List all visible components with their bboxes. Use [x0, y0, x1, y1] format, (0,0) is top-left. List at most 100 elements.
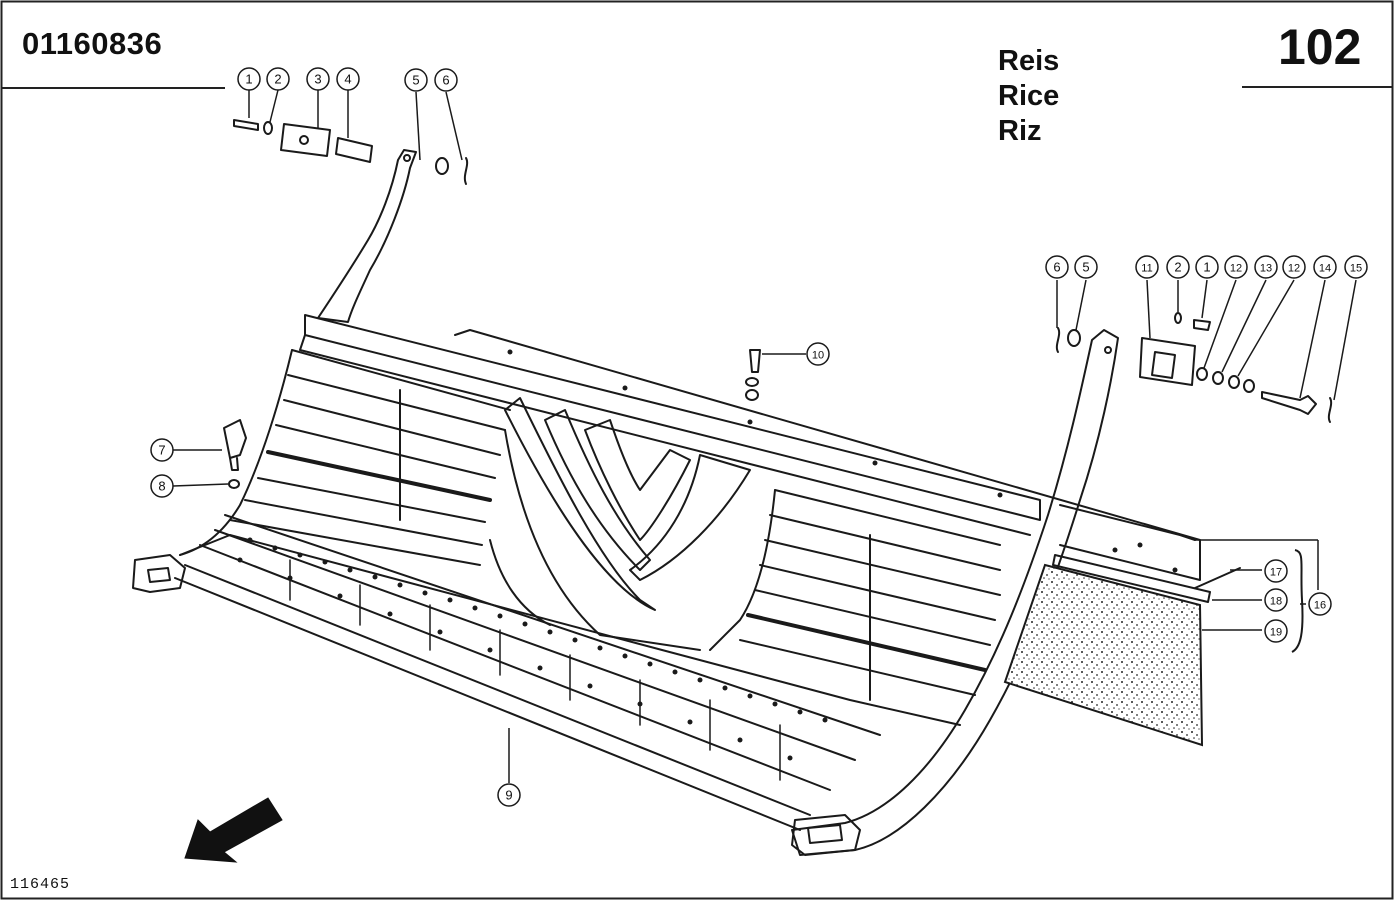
right-slat-outline: [709, 489, 776, 651]
hw-washer-2b: [1174, 312, 1182, 324]
left-front-bracket: [132, 554, 186, 593]
callout-circle: [806, 342, 830, 366]
callout-label: 11: [1141, 263, 1152, 275]
rear-plate-top: [1059, 504, 1196, 541]
callout-c12b: 12: [1282, 255, 1306, 279]
callout-label: 5: [1082, 260, 1089, 275]
hw-pin-15: [1327, 397, 1333, 423]
callout-c19: 19: [1264, 619, 1288, 643]
right-arm-hole: [1104, 346, 1112, 354]
hw-bushing-4: [335, 137, 373, 163]
left-arm: [317, 149, 417, 323]
callout-c1a: 1: [237, 67, 261, 91]
callout-c10: 10: [806, 342, 830, 366]
callout-label: 1: [245, 72, 252, 87]
drawing-number: 116465: [10, 876, 71, 893]
callout-circle: [1264, 619, 1288, 643]
callout-label: 18: [1270, 596, 1282, 608]
callout-circle: [1166, 255, 1190, 279]
hw-pin-6: [463, 157, 469, 185]
callout-label: 6: [1053, 260, 1060, 275]
hw-bolt-14: [1261, 391, 1317, 415]
hw-screw-17: [1194, 567, 1241, 589]
callout-circle: [237, 67, 261, 91]
rubber-flap-19: [1003, 563, 1204, 747]
callout-circle: [1308, 592, 1332, 616]
callout-label: 9: [505, 788, 512, 803]
callout-label: 17: [1270, 567, 1282, 579]
callout-c2a: 2: [266, 67, 290, 91]
callout-label: 5: [412, 73, 419, 88]
callout-circle: [1224, 255, 1248, 279]
hw-pin-6b: [1055, 327, 1061, 353]
hw-washer-5b: [1067, 329, 1081, 347]
hw-nut-8: [228, 479, 240, 489]
callout-label: 19: [1270, 627, 1282, 639]
callout-c4: 4: [336, 67, 360, 91]
top-rail-lower-edge: [299, 334, 1031, 536]
title-french: Riz: [998, 115, 1042, 147]
rear-plate: [454, 329, 1201, 581]
callout-circle: [266, 67, 290, 91]
bracket-16: [1291, 549, 1304, 653]
callout-label: 15: [1350, 263, 1362, 275]
callout-c2b: 2: [1166, 255, 1190, 279]
callout-c13: 13: [1254, 255, 1278, 279]
callout-label: 3: [314, 72, 321, 87]
callout-label: 2: [1174, 260, 1181, 275]
hw-bolt-10: [749, 349, 761, 373]
callout-c8: 8: [150, 474, 174, 498]
hw-washer-13: [1212, 371, 1224, 385]
callout-c11: 11: [1135, 255, 1159, 279]
callout-circle: [336, 67, 360, 91]
callout-c3: 3: [306, 67, 330, 91]
callout-label: 10: [812, 350, 824, 362]
callout-circle: [306, 67, 330, 91]
hw-plate-3: [280, 123, 331, 157]
callout-c16: 16: [1308, 592, 1332, 616]
hw-washer-12b: [1228, 375, 1240, 389]
callout-circle: [1195, 255, 1219, 279]
callout-c7: 7: [150, 438, 174, 462]
callout-circle: [150, 474, 174, 498]
hw-washer-5: [435, 157, 449, 175]
callout-circle: [1135, 255, 1159, 279]
callout-circle: [1264, 559, 1288, 583]
top-rail: [304, 314, 1041, 521]
direction-arrow: [184, 797, 283, 863]
title-german: Reis: [998, 45, 1060, 77]
callout-c6b: 6: [1045, 255, 1069, 279]
hw-nut-12b: [1243, 379, 1255, 393]
callout-circle: [150, 438, 174, 462]
right-front-bracket: [791, 814, 861, 856]
callout-circle: [497, 783, 521, 807]
callout-c1b: 1: [1195, 255, 1219, 279]
callout-label: 1: [1203, 260, 1210, 275]
callout-label: 12: [1288, 263, 1300, 275]
hw-washer-10: [745, 377, 759, 387]
left-arm-hole: [403, 154, 411, 162]
hw-washer-2: [263, 121, 273, 135]
part-number: 01160836: [22, 26, 163, 61]
callout-label: 7: [158, 443, 165, 458]
hw-plate-11: [1139, 337, 1196, 386]
callout-circle: [1074, 255, 1098, 279]
hw-bolt-1: [233, 119, 259, 131]
bottom-floor: [179, 534, 961, 726]
page-number: 102: [1278, 19, 1362, 75]
callout-c15: 15: [1344, 255, 1368, 279]
callout-c5b: 5: [1074, 255, 1098, 279]
callout-c18: 18: [1264, 588, 1288, 612]
callout-circle: [1045, 255, 1069, 279]
callout-label: 2: [274, 72, 281, 87]
hw-tab-7: [223, 419, 247, 459]
callout-circle: [1264, 588, 1288, 612]
callout-label: 13: [1260, 263, 1272, 275]
callout-circle: [404, 68, 428, 92]
callout-circle: [434, 68, 458, 92]
callout-c6a: 6: [434, 68, 458, 92]
hw-washer-12a: [1196, 367, 1208, 381]
